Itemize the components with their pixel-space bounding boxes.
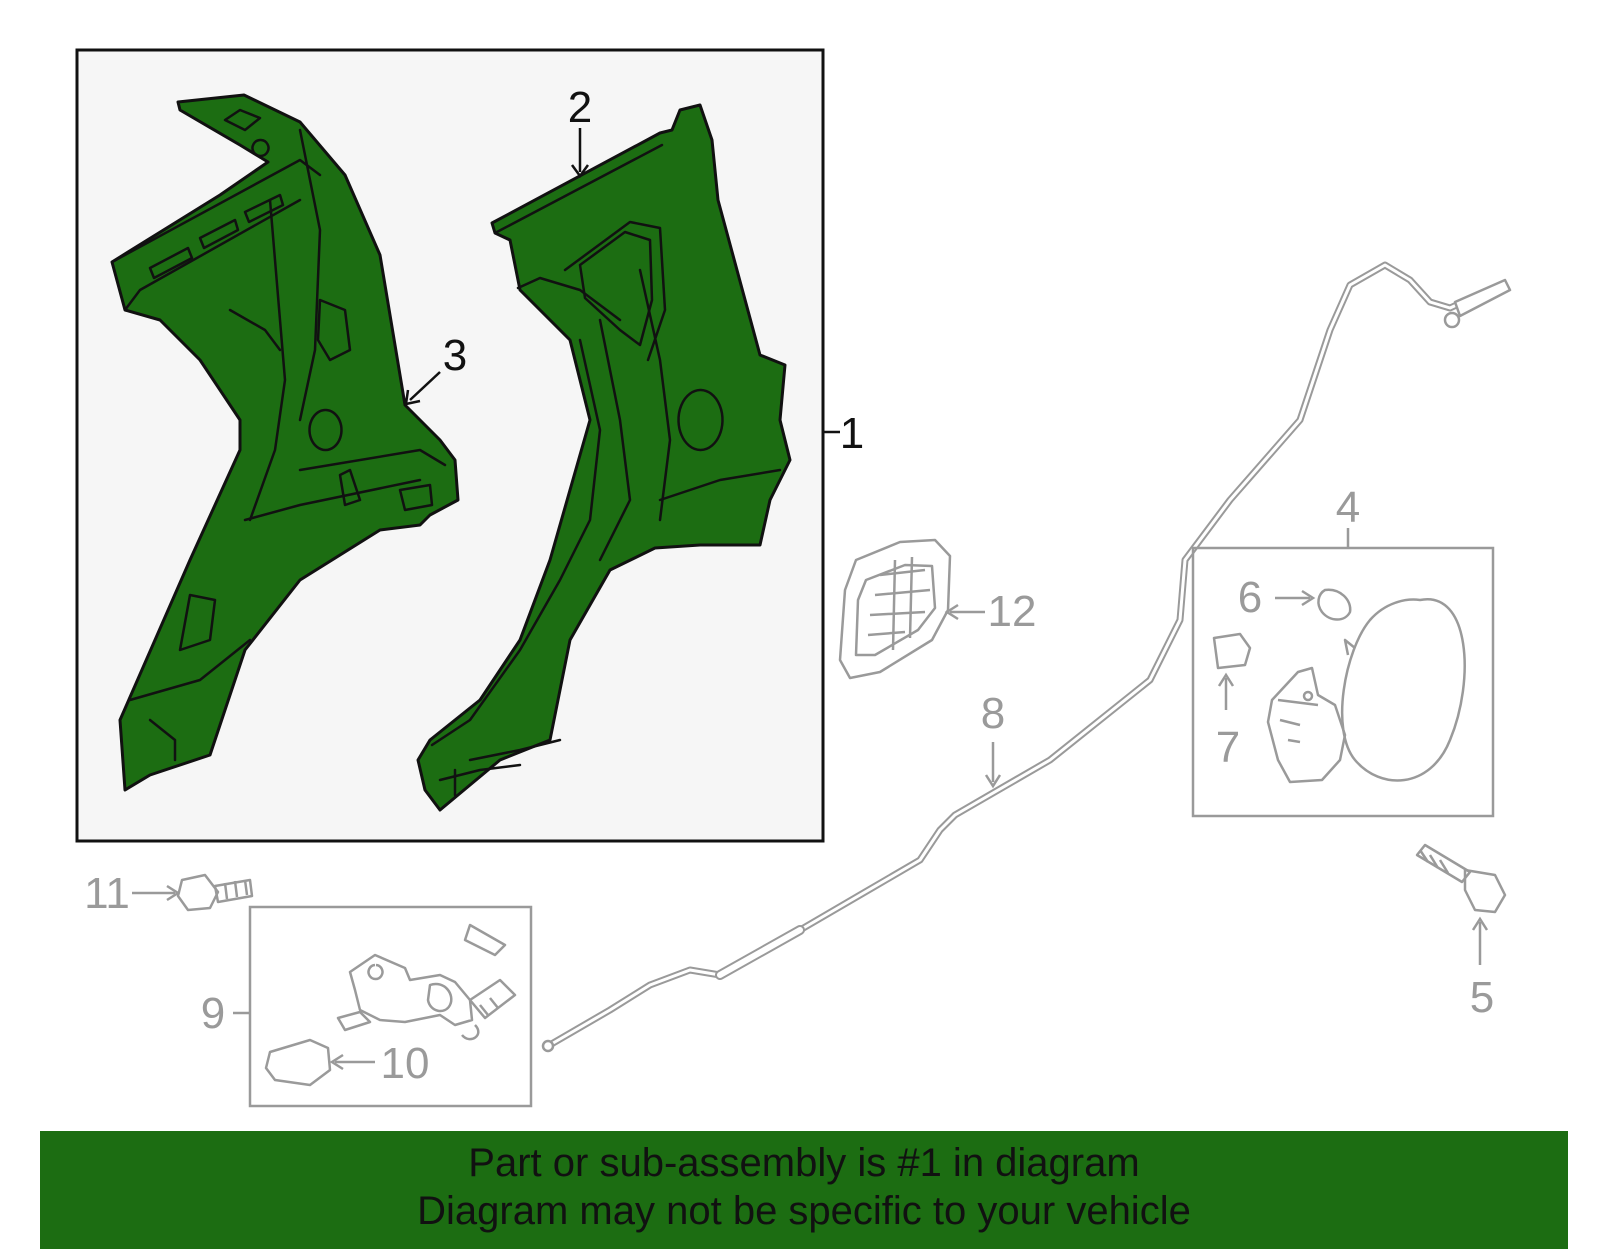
bolt-11[interactable] [176,873,254,912]
leader-lines [132,128,1489,1071]
notice-banner: Part or sub-assembly is #1 in diagram Di… [40,1131,1568,1249]
callout-6: 6 [1238,573,1262,622]
release-cable[interactable] [541,261,1512,1053]
fuel-door-housing[interactable] [838,538,952,680]
assembly-box-4 [1191,546,1495,818]
callout-9: 9 [201,989,225,1038]
callout-2: 2 [568,83,592,132]
callout-1: 1 [840,409,864,458]
callout-4: 4 [1336,483,1360,532]
banner-line-1: Part or sub-assembly is #1 in diagram [468,1141,1140,1185]
callout-12: 12 [988,587,1037,636]
fuel-door-assembly[interactable] [1212,588,1466,784]
banner-line-2: Diagram may not be specific to your vehi… [417,1189,1191,1233]
callout-11: 11 [84,869,130,918]
callout-3: 3 [443,331,467,380]
callout-10: 10 [381,1039,430,1088]
callout-7: 7 [1216,723,1240,772]
assembly-box-9 [248,905,533,1108]
bolt-5[interactable] [1415,843,1507,914]
callout-5: 5 [1470,973,1494,1022]
outer-quarter-panel[interactable] [416,103,792,812]
callout-8: 8 [981,689,1005,738]
lock-actuator[interactable] [264,923,517,1087]
inner-quarter-panel[interactable] [110,93,460,792]
